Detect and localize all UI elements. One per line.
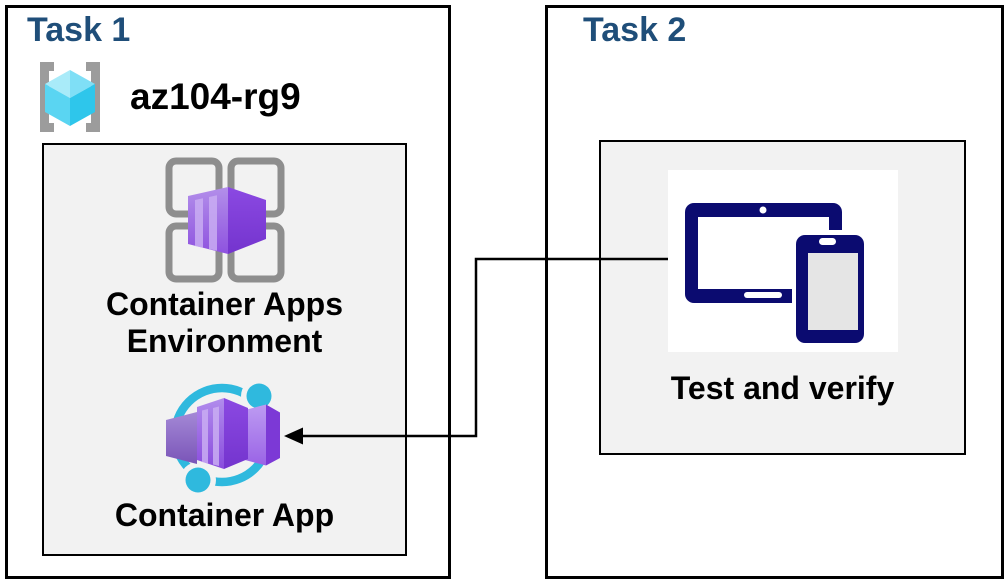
tablet-and-phone-icon — [685, 203, 868, 348]
task2-box: Task 2 Test and verify — [545, 5, 1004, 579]
test-verify-caption: Test and verify — [670, 370, 895, 406]
resource-group-row: az104-rg9 — [30, 58, 301, 136]
task1-title: Task 1 — [27, 11, 131, 49]
task1-box: Task 1 az104-rg9 — [5, 5, 451, 579]
container-apps-panel: Container Apps Environment — [42, 143, 407, 556]
resource-group-name: az104-rg9 — [130, 76, 301, 117]
container-apps-environment-icon — [165, 157, 285, 283]
test-verify-panel: Test and verify — [599, 140, 966, 455]
environment-caption: Container Apps Environment — [105, 286, 344, 359]
task2-title: Task 2 — [583, 11, 687, 49]
container-app-icon — [166, 378, 280, 494]
container-app-caption: Container App — [114, 497, 335, 533]
resource-group-icon — [40, 62, 100, 132]
devices-icon-plate — [668, 170, 898, 352]
